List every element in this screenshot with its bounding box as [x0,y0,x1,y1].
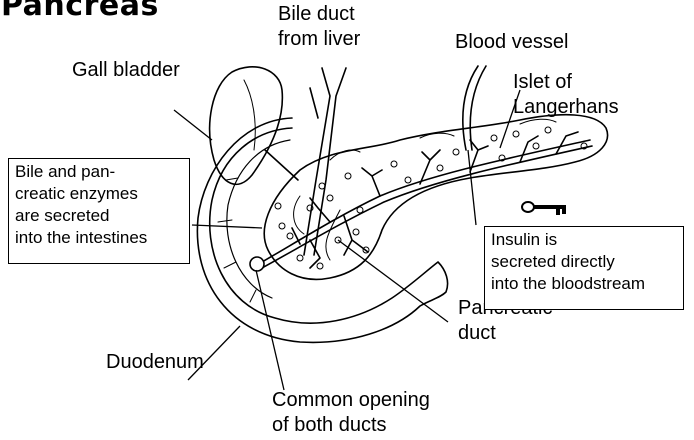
common-opening [250,257,264,271]
label-duodenum: Duodenum [106,350,204,375]
label-gall-bladder: Gall bladder [72,58,180,83]
bile-duct [265,68,346,255]
key-icon [522,202,566,215]
insulin-box: Insulin is secreted directly into the bl… [484,226,684,310]
page-title: Pancreas [1,0,159,23]
label-common-opening: Common opening of both ducts [272,388,430,438]
blood-vessel [463,66,486,150]
label-blood-vessel: Blood vessel [455,30,568,55]
bile-enzymes-box: Bile and pan- creatic enzymes are secret… [8,158,190,264]
label-bile-duct: Bile duct from liver [278,2,360,52]
duodenum-shape [197,118,447,342]
label-islet: Islet of Langerhans [513,70,619,120]
